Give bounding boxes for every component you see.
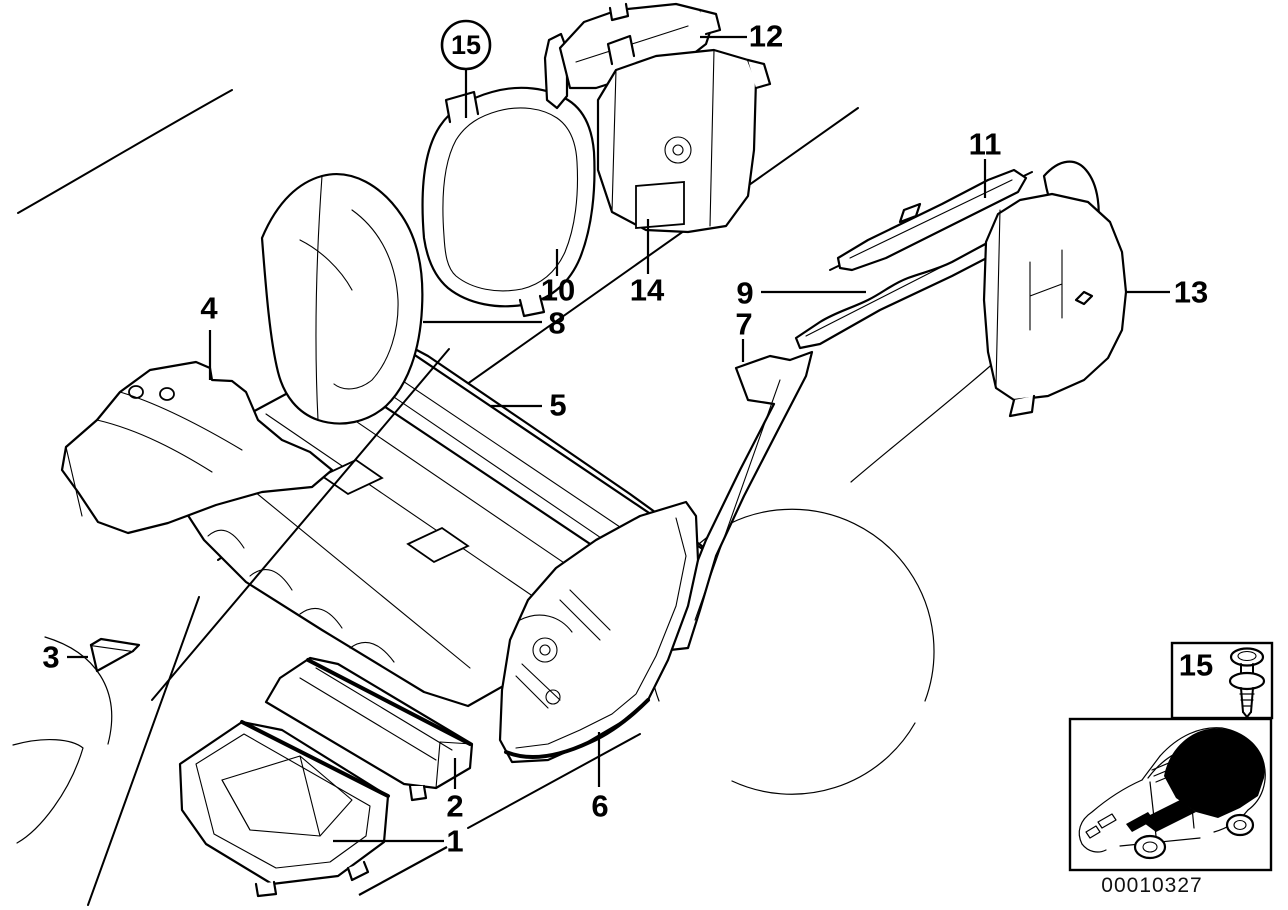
part-6-wheelhouse-panel [498, 500, 700, 764]
callout-circle [440, 19, 492, 71]
callout-number: 10 [541, 273, 575, 308]
callout-6: 6 [591, 732, 609, 824]
callout-5: 5 [491, 388, 567, 423]
callout-number: 8 [548, 306, 565, 341]
insulation-highlight-rear [1164, 728, 1265, 818]
insulation-highlight-floor [1140, 800, 1196, 832]
callout-number: 15 [451, 30, 481, 60]
car-insulation-location-thumbnail [1078, 727, 1266, 860]
callout-12: 12 [700, 19, 783, 54]
part-10-cover [421, 86, 596, 318]
callout-number: 11 [969, 127, 1002, 162]
callout-number: 7 [735, 307, 752, 342]
part-2-floor-tray-upper [264, 656, 474, 802]
callout-number: 14 [630, 273, 665, 308]
callout-number: 1 [446, 824, 463, 859]
callout-number: 9 [736, 276, 753, 311]
insulation-hatch-marks [1151, 759, 1181, 783]
callout-14: 14 [630, 219, 665, 308]
construction-lines-front [87, 348, 450, 906]
callout-number: 3 [42, 640, 59, 675]
quarter-panel-line [850, 351, 1007, 483]
callout-15: 15 [440, 19, 492, 118]
car-location-box [1068, 717, 1273, 872]
part-4-left-side-trim [60, 360, 334, 535]
callout-13: 13 [1127, 275, 1208, 310]
callout-9: 9 [736, 276, 866, 311]
callout-number: 4 [200, 291, 218, 326]
part-1-floor-tray-lower [178, 720, 390, 898]
body-cut-curve [12, 738, 84, 844]
callout-3: 3 [42, 640, 88, 675]
callout-10: 10 [541, 249, 575, 308]
part-12-bracket [543, 2, 722, 110]
callout-4: 4 [200, 291, 218, 380]
insulation-highlight-sill [1126, 812, 1154, 832]
callout-2: 2 [446, 758, 464, 824]
part-3-wedge [89, 637, 141, 673]
part-11-rail [829, 168, 1033, 272]
callout-8: 8 [423, 306, 566, 341]
part-13-right-side-trim [982, 160, 1128, 418]
part-14-bulkhead-panel [596, 34, 772, 234]
image-code: 00010327 [1101, 874, 1202, 897]
wheel-arch-bottom-line [731, 722, 916, 795]
fastener-legend-box: 15 [1170, 641, 1274, 720]
expansion-rivet-icon [1228, 647, 1266, 718]
part-8-flank-insulation [260, 173, 424, 425]
body-cut-curve-2 [44, 636, 113, 745]
callout-number: 12 [749, 19, 783, 54]
callout-1: 1 [333, 824, 464, 896]
callout-number: 2 [446, 789, 463, 824]
part-7-pillar-strip [668, 350, 814, 652]
rocker-line [467, 733, 641, 829]
callout-11: 11 [969, 127, 1002, 198]
callout-leader-line [358, 846, 448, 896]
callout-number: 13 [1174, 275, 1208, 310]
legend-label: 15 [1179, 648, 1213, 683]
callout-7: 7 [735, 307, 753, 362]
callout-number: 6 [591, 789, 608, 824]
callout-number: 5 [549, 388, 566, 423]
